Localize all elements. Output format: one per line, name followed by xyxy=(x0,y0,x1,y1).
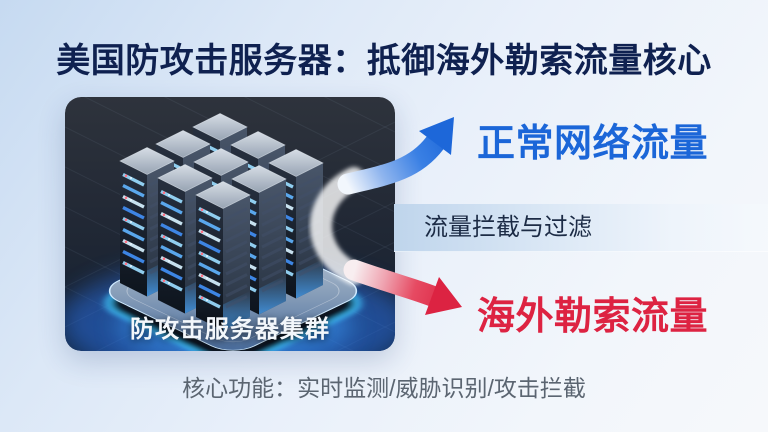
page-title: 美国防攻击服务器：抵御海外勒索流量核心 xyxy=(56,42,712,80)
server-cluster-card: 防攻击服务器集群 xyxy=(65,97,395,351)
server-cluster-illustration-icon xyxy=(65,97,395,351)
filter-band-label: 流量拦截与过滤 xyxy=(424,214,592,241)
server-rack-group xyxy=(119,113,324,331)
ransom-traffic-label: 海外勒索流量 xyxy=(477,296,709,338)
core-functions-caption: 核心功能：实时监测/威胁识别/攻击拦截 xyxy=(182,375,586,401)
filter-band: 流量拦截与过滤 xyxy=(394,204,768,252)
server-tower xyxy=(195,181,251,331)
normal-traffic-label: 正常网络流量 xyxy=(477,123,709,165)
server-cluster-caption: 防攻击服务器集群 xyxy=(130,316,330,343)
